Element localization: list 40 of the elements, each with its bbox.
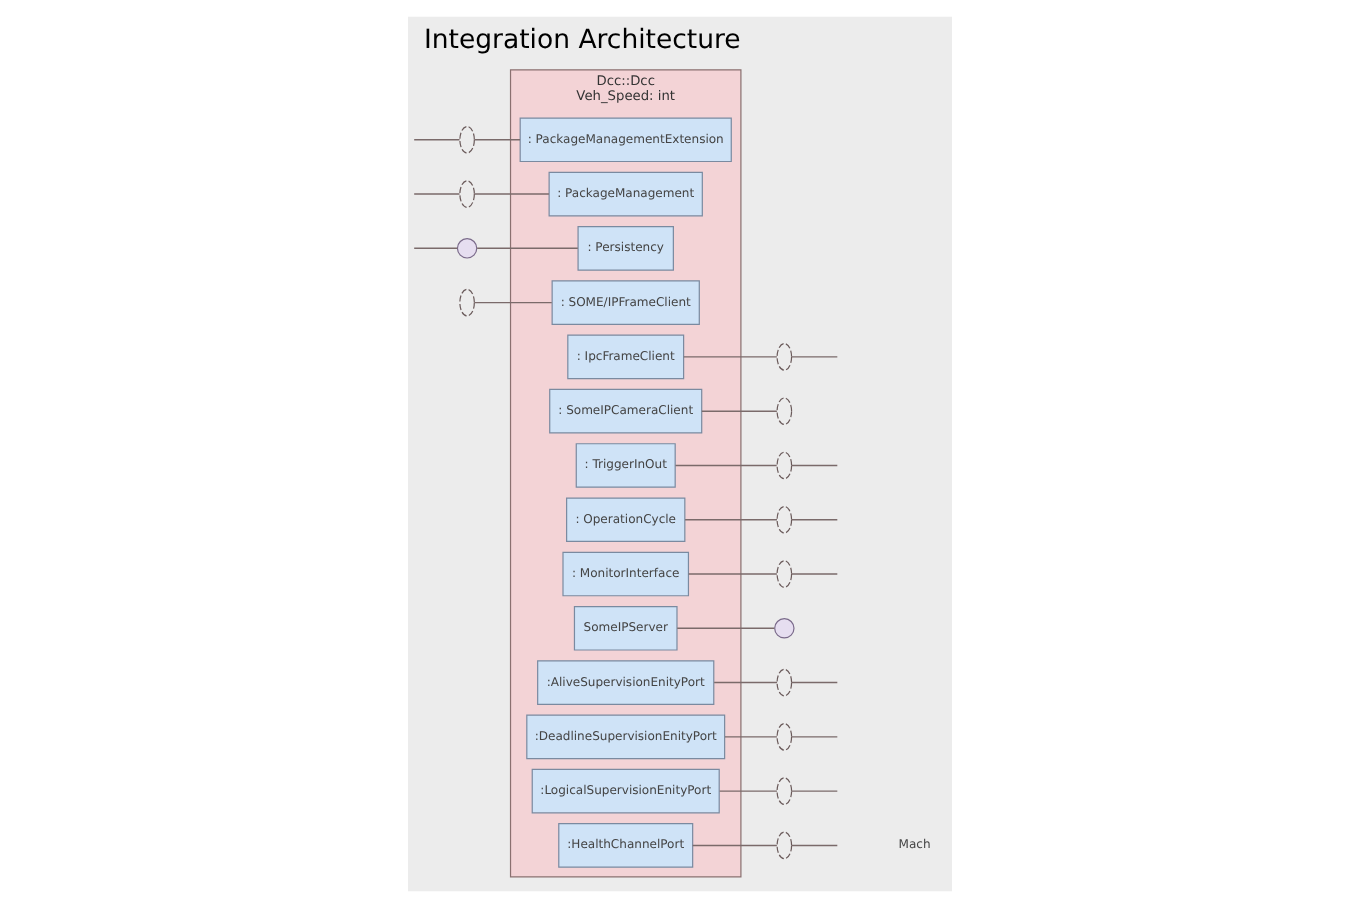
node-semicircle: [775, 723, 792, 751]
connector: [717, 790, 777, 792]
connector: [472, 193, 549, 195]
connector: [683, 519, 777, 521]
connector: [712, 681, 777, 684]
connector: [682, 356, 777, 358]
node-semicircle: [775, 343, 792, 371]
node-semicircle: [775, 831, 792, 860]
connector: [790, 681, 838, 684]
diagram-title: Integration Architecture: [422, 25, 740, 56]
connector: [700, 410, 777, 412]
connector: [790, 844, 838, 847]
node-semicircle: [458, 180, 474, 208]
connector: [475, 247, 578, 250]
connector: [723, 736, 777, 738]
connector: [790, 356, 838, 358]
connector: [412, 139, 460, 141]
connector: [472, 301, 552, 304]
connector: [790, 519, 838, 521]
node-semicircle: [775, 451, 792, 480]
connector: [790, 736, 838, 738]
connector: [412, 193, 460, 195]
node-circle: [455, 238, 477, 259]
connector: [686, 573, 777, 575]
node-semicircle: [775, 505, 792, 534]
node-semicircle: [775, 560, 792, 588]
node-semicircle: [775, 397, 792, 426]
node-semicircle: [458, 125, 474, 154]
node-circle: [773, 618, 794, 639]
connector: [691, 844, 777, 847]
connector: [675, 627, 774, 630]
node-semicircle: [775, 668, 792, 697]
connector: [472, 139, 520, 141]
connector: [412, 247, 458, 250]
connector: [790, 464, 838, 467]
connector: [790, 573, 838, 575]
connector: [673, 464, 777, 467]
node-semicircle: [458, 288, 474, 317]
node-semicircle: [775, 777, 792, 805]
connector: [790, 790, 838, 792]
